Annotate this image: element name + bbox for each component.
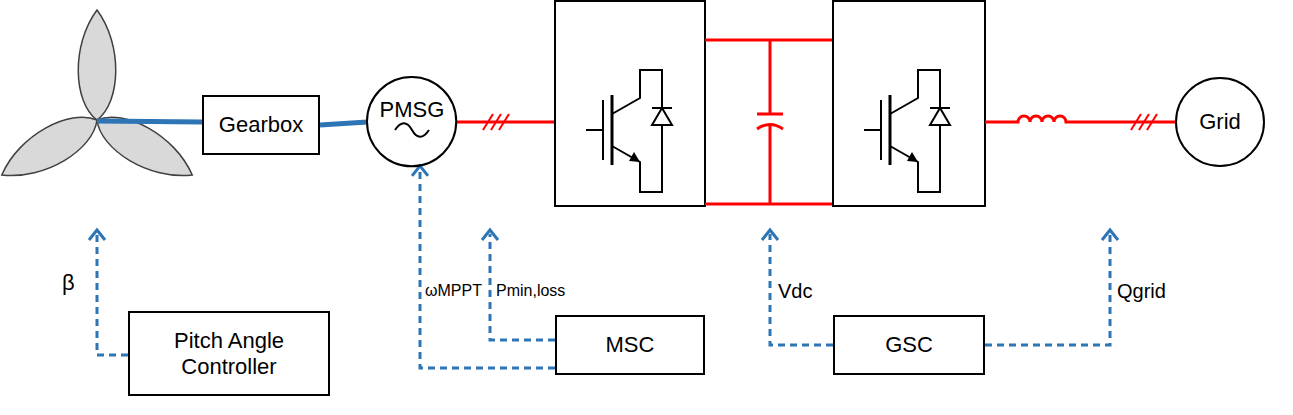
wind-turbine (0, 10, 202, 191)
grid-circle: Grid (1175, 77, 1265, 167)
circle-shape (367, 77, 456, 166)
three-phase-mark (1131, 114, 1157, 130)
signal-label: ωMPPT (425, 281, 482, 300)
converter-box (555, 1, 705, 206)
arrow-head (762, 230, 778, 240)
igbt-gate (864, 100, 881, 160)
three-phase-line (457, 121, 555, 124)
emitter-arrow (907, 152, 918, 162)
igbt-channel (889, 95, 892, 165)
controller-box: GSC (833, 315, 985, 375)
igbt-gate (586, 100, 603, 160)
node-text: Pitch Angle Controller (138, 328, 320, 379)
node-text: GSC (885, 332, 933, 357)
signal-label: Vdc (778, 279, 812, 303)
dc-link (705, 40, 833, 204)
connector-line (420, 166, 555, 368)
control-arrow (97, 234, 128, 355)
generator-circle: PMSG (366, 76, 457, 167)
turbine-blade (78, 10, 116, 120)
arrow-head (1102, 230, 1118, 240)
diode-symbol (652, 108, 672, 125)
control-arrow (770, 234, 833, 345)
control-arrow (985, 234, 1110, 345)
node-text: MSC (606, 332, 655, 357)
arrow-head (482, 230, 498, 240)
circle-shape (1176, 78, 1264, 166)
diode-symbol (930, 108, 950, 125)
connector-line (320, 122, 367, 125)
connector (412, 166, 555, 368)
turbine-blade (0, 104, 106, 191)
connector (320, 122, 367, 125)
node-text: Grid (1199, 109, 1241, 134)
controller-box: MSC (555, 315, 705, 375)
converter-box (833, 1, 985, 206)
shaft-line (97, 121, 202, 122)
turbine-blade (88, 104, 202, 191)
signal-label: Qgrid (1117, 279, 1166, 303)
capacitor-symbol (757, 40, 783, 204)
three-phase-mark (483, 114, 509, 130)
gearbox-box: Gearbox (202, 95, 320, 155)
emitter-arrow (629, 152, 640, 162)
igbt-channel (611, 95, 614, 165)
igbt-emitter (890, 125, 940, 192)
igbt-symbol (864, 70, 950, 192)
controller-box: Pitch Angle Controller (128, 311, 330, 396)
igbt-emitter (612, 125, 662, 192)
angle-label: β (62, 270, 75, 296)
arrow-head (89, 230, 105, 240)
igbt-symbol (586, 70, 672, 192)
signal-label: Pmin,loss (496, 281, 565, 300)
node-text: PMSG (380, 97, 445, 122)
node-text: Gearbox (219, 112, 303, 137)
ac-symbol (395, 123, 429, 137)
